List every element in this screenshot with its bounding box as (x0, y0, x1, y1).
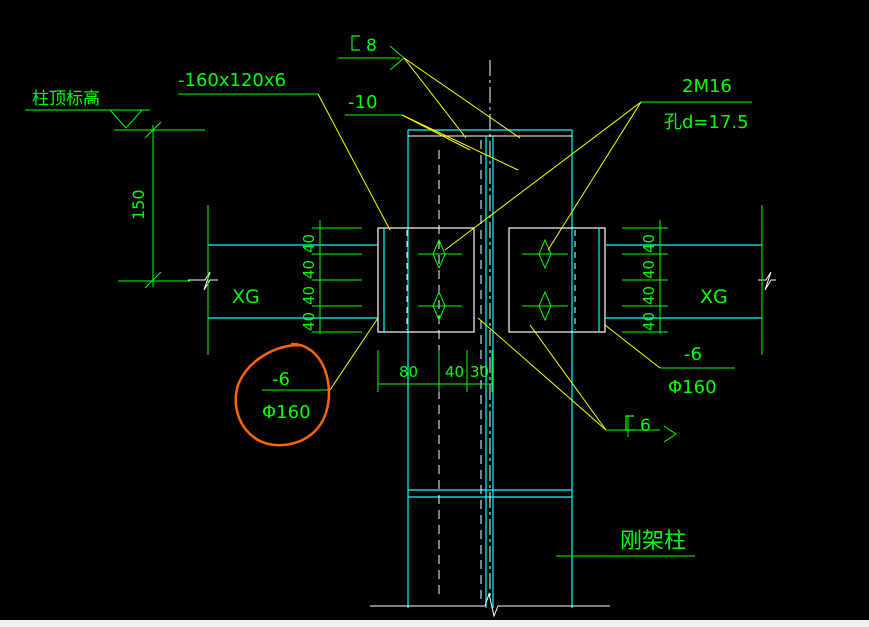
status-strip (0, 620, 869, 627)
dimension-lines (25, 45, 763, 557)
break-lines (188, 271, 776, 291)
dim-right-1: 40 (640, 234, 658, 253)
plate-right-thickness: -6 (684, 344, 702, 365)
dim-left-2: 40 (300, 260, 318, 279)
xg-left-label: XG (232, 286, 260, 308)
plate-10-spec: -10 (348, 92, 377, 113)
weld-8-size: 8 (366, 36, 377, 56)
plate-left-thickness: -6 (272, 369, 290, 390)
leader-lines (317, 57, 661, 431)
weld-symbol-8 (351, 35, 360, 51)
weld-symbol-6 (625, 415, 634, 431)
dim-right-4: 40 (640, 312, 658, 331)
bolt-spec: 2M16 (682, 76, 732, 97)
hidden-lines (406, 60, 576, 600)
dim-bottom-80: 80 (399, 363, 418, 381)
dim-150: 150 (129, 189, 148, 220)
plate-left-diameter: Φ160 (262, 402, 311, 423)
dim-bottom-30: 30 (470, 363, 489, 381)
dim-left-3: 40 (300, 286, 318, 305)
dim-bottom-40: 40 (445, 363, 464, 381)
dim-left-4: 40 (300, 312, 318, 331)
rigid-frame-column-label: 刚架柱 (620, 529, 686, 554)
dims-bottom: 80 40 30 (399, 363, 489, 381)
plate-right-diameter: Φ160 (668, 377, 717, 398)
hole-spec: 孔d=17.5 (664, 112, 749, 133)
dims-left: 40 40 40 40 (300, 234, 318, 331)
dims-right: 40 40 40 40 (640, 234, 658, 331)
rigid-frame-column (370, 129, 610, 618)
weld-6-size: 6 (640, 416, 651, 436)
annotation-circle (234, 342, 331, 447)
bolts (418, 238, 568, 322)
dim-right-3: 40 (640, 286, 658, 305)
dim-left-1: 40 (300, 234, 318, 253)
end-plates (377, 227, 606, 333)
plate-top-spec: -160x120x6 (178, 70, 286, 91)
xg-right-label: XG (700, 286, 728, 308)
dim-right-2: 40 (640, 260, 658, 279)
column-top-elevation-label: 柱顶标高 (32, 89, 100, 109)
tie-bars-xg (208, 244, 762, 319)
